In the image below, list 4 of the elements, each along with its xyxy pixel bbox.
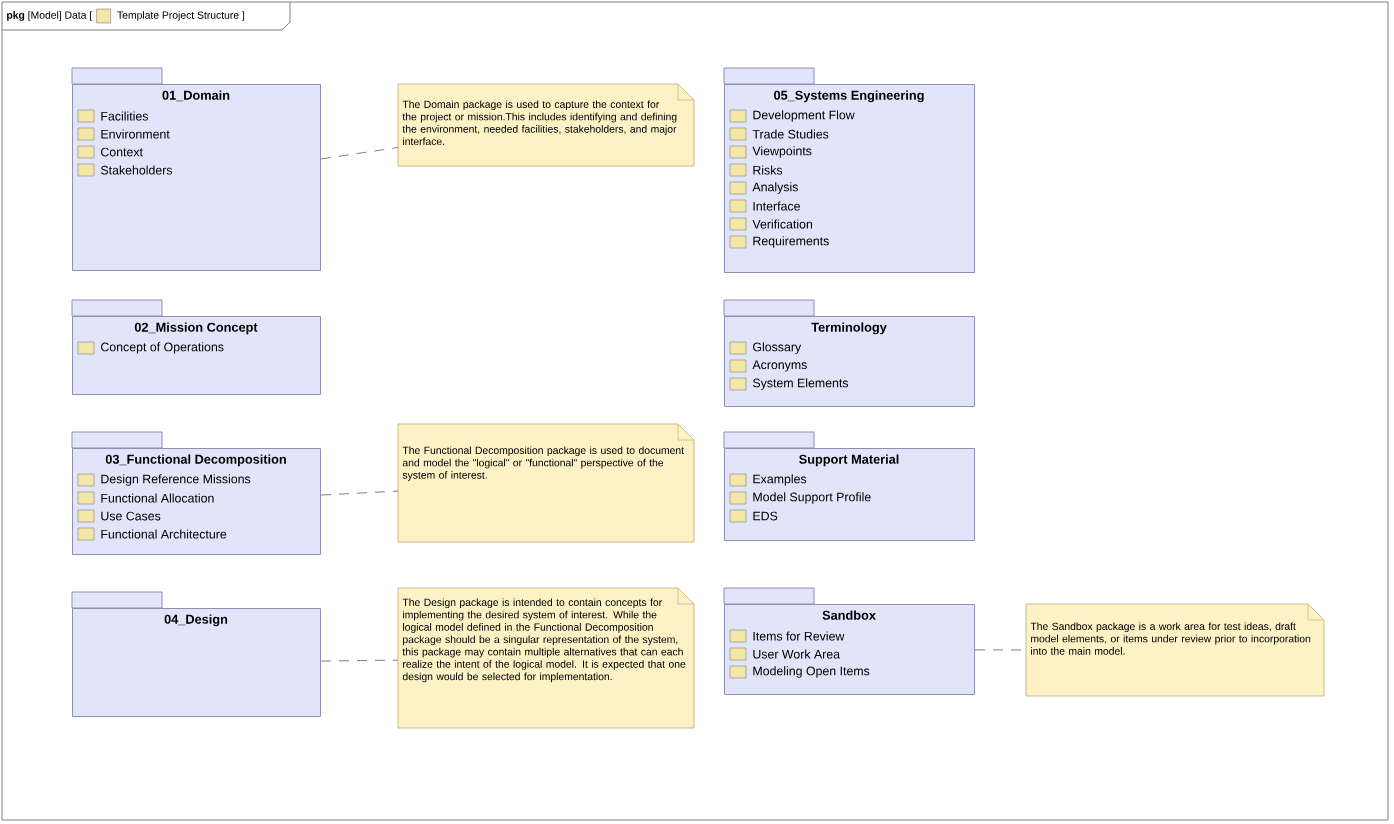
connector-line xyxy=(974,649,1027,651)
connector-line xyxy=(320,490,399,496)
connector-line xyxy=(320,147,399,160)
connector-line xyxy=(320,659,399,662)
